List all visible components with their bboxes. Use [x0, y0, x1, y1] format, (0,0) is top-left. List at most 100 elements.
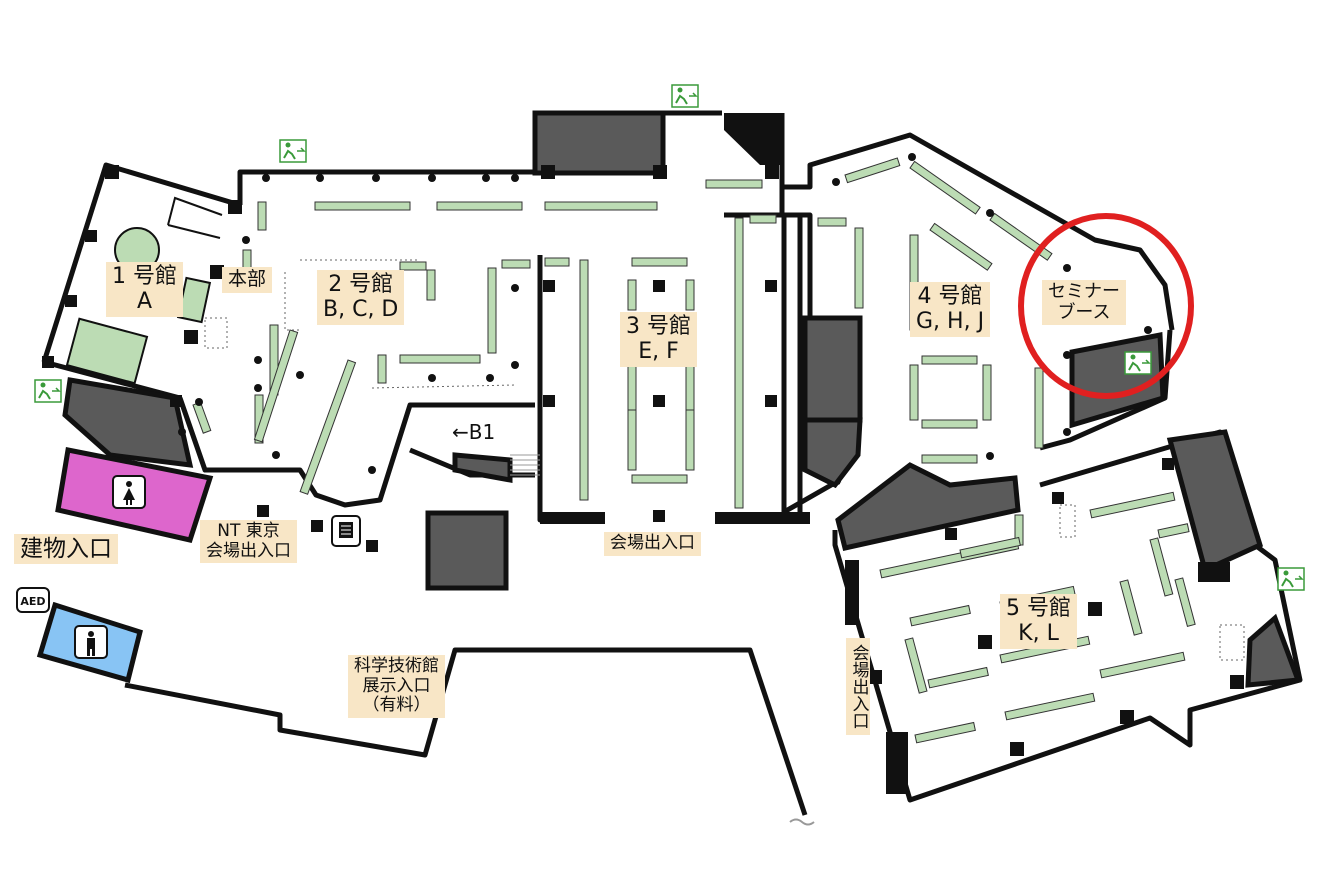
booth-table: [927, 666, 989, 689]
dark-rooms: [62, 110, 1302, 688]
hall-1-interior: [65, 196, 223, 385]
pillar: [1010, 742, 1024, 756]
column-dot: [486, 374, 494, 382]
booth-table: [299, 359, 357, 495]
column-dot: [428, 374, 436, 382]
pillar: [765, 395, 777, 407]
column-dot: [368, 466, 376, 474]
outer-walls: [41, 110, 1303, 816]
pillar: [543, 280, 555, 292]
booth-table: [627, 279, 637, 311]
emergency-exit-icon: [671, 84, 699, 108]
booth-table: [1034, 367, 1044, 449]
booth-table: [1004, 692, 1096, 721]
hall-3-venue-entrance-label: 会場出入口: [604, 532, 701, 556]
column-dot: [1144, 326, 1152, 334]
pillar: [765, 165, 779, 179]
seminar-highlight-circle: [1018, 213, 1194, 399]
column-dot: [511, 174, 519, 182]
column-dot: [482, 174, 490, 182]
column-dot: [316, 174, 324, 182]
booth-table: [1174, 577, 1196, 627]
emergency-exit-icon: [1277, 567, 1305, 591]
pillar: [945, 528, 957, 540]
seminar-booth-label: セミナーブース: [1042, 280, 1126, 326]
nt-tokyo-entrance-label: NT 東京会場出入口: [200, 520, 297, 564]
pillar: [366, 540, 378, 552]
pillar: [105, 165, 119, 179]
column-dot: [296, 371, 304, 379]
pillar: [868, 670, 882, 684]
column-dot: [1063, 264, 1071, 272]
pillar: [257, 505, 269, 517]
booth-table: [909, 604, 971, 627]
booth-table: [399, 261, 427, 271]
pillar: [653, 510, 665, 522]
column-dot: [195, 398, 203, 406]
womens-restroom-icon: [112, 475, 146, 509]
pillar: [541, 165, 555, 179]
booth-table: [1099, 651, 1186, 679]
column-dot: [262, 174, 270, 182]
booth-table: [501, 259, 531, 269]
booth-table: [631, 257, 688, 267]
pillar: [653, 165, 667, 179]
booth-table: [844, 157, 901, 184]
pillar: [543, 395, 555, 407]
booth-table: [253, 329, 299, 443]
booth-table: [685, 409, 695, 471]
pillar: [210, 265, 224, 279]
column-dot: [254, 356, 262, 364]
booth-table: [1089, 491, 1176, 519]
booth-table: [817, 217, 847, 227]
pillar: [1230, 675, 1244, 689]
booth-tables: [192, 157, 1196, 744]
pillar: [653, 395, 665, 407]
booth-table: [314, 201, 411, 211]
column-dot: [986, 209, 994, 217]
booth-table: [854, 227, 864, 309]
booth-table: [959, 536, 1021, 559]
pillar: [978, 635, 992, 649]
pillar: [65, 295, 77, 307]
booth-table: [989, 212, 1053, 261]
pillar: [1120, 710, 1134, 724]
dotted-guides: [204, 259, 1245, 661]
column-dot: [832, 178, 840, 186]
booth-table: [921, 419, 978, 429]
column-dot: [511, 361, 519, 369]
pillar: [311, 520, 323, 532]
pillar: [184, 330, 198, 344]
basement-stairs-label: ←B1: [452, 420, 496, 444]
column-dot: [986, 452, 994, 460]
booth-table: [544, 257, 570, 267]
booth-table: [426, 269, 436, 301]
emergency-exit-icon: [279, 139, 307, 163]
pillar: [170, 395, 182, 407]
information-terminal-icon: [331, 515, 361, 547]
pillar: [228, 200, 242, 214]
booth-table: [399, 354, 481, 364]
booth-table: [921, 355, 978, 365]
booth-table: [685, 279, 695, 311]
pillar: [85, 230, 97, 242]
column-dot: [178, 428, 186, 436]
map-break-mark: [789, 818, 815, 826]
booth-table: [257, 201, 267, 231]
booth-table: [705, 179, 763, 189]
science-museum-entrance-label: 科学技術館展示入口（有料）: [348, 655, 445, 718]
booth-table: [734, 217, 744, 509]
column-dot: [1063, 428, 1071, 436]
wall-block: [1198, 562, 1230, 582]
column-dot: [511, 284, 519, 292]
booth-table: [1119, 579, 1143, 636]
mens-restroom-icon: [74, 625, 108, 659]
aed-label: AED: [20, 595, 45, 608]
aed-icon: AED: [16, 587, 50, 613]
